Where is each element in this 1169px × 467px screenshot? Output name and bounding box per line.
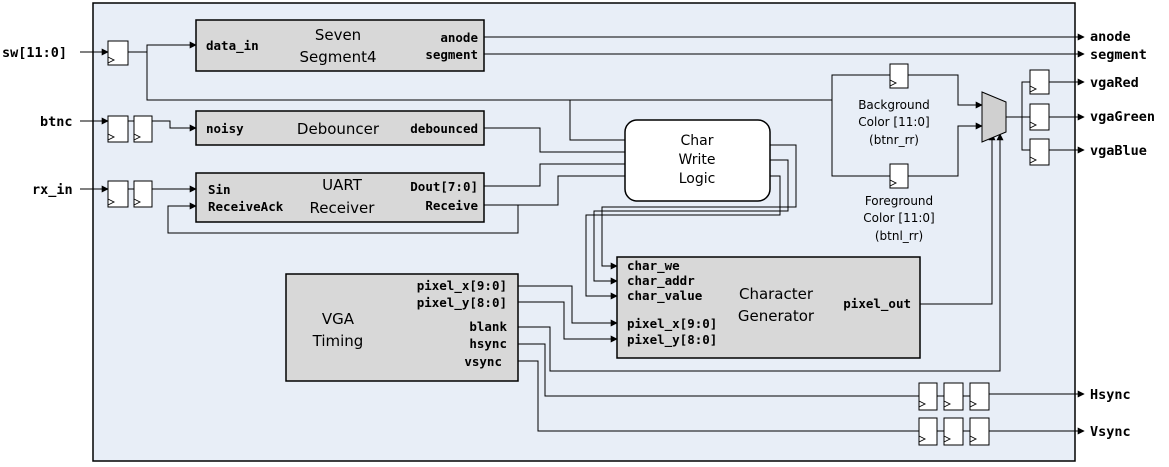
ff-vsync-3: [969, 417, 990, 446]
char-gen-title-1: Character: [739, 285, 814, 303]
port-char-addr: char_addr: [627, 273, 695, 289]
port-cg-pixel-y: pixel_y[8:0]: [627, 332, 717, 348]
color-mux: [981, 91, 1007, 143]
debouncer-block: Debouncer noisy debounced: [195, 110, 485, 146]
port-dout: Dout[7:0]: [410, 179, 478, 194]
input-btnc: btnc: [40, 114, 73, 130]
seven-segment-block: Seven Segment4 data_in anode segment: [195, 19, 485, 72]
svg-text:Foreground: Foreground: [865, 194, 933, 208]
port-noisy: noisy: [206, 121, 244, 136]
uart-receiver-block: UART Receiver Sin ReceiveAck Dout[7:0] R…: [195, 172, 485, 223]
uart-title-2: Receiver: [310, 199, 376, 217]
ff-btnc-2: [133, 115, 153, 143]
vga-timing-block: VGA Timing pixel_x[9:0] pixel_y[8:0] bla…: [285, 273, 519, 382]
ff-sw: [107, 40, 129, 66]
port-sin: Sin: [208, 182, 231, 197]
port-char-value: char_value: [627, 288, 703, 304]
char-write-title-1: Char: [681, 133, 714, 149]
port-char-we: char_we: [627, 258, 680, 274]
port-cg-pixel-x: pixel_x[9:0]: [627, 316, 717, 332]
port-anode: anode: [440, 30, 478, 45]
ff-vsync-1: [918, 417, 938, 446]
ff-btnc-1: [107, 115, 129, 143]
svg-text:Background: Background: [858, 98, 930, 112]
char-write-title-2: Write: [679, 152, 716, 168]
port-vsync: vsync: [464, 354, 502, 369]
input-rx-in: rx_in: [32, 182, 73, 198]
ff-background-color: [889, 63, 909, 89]
vga-timing-title-2: Timing: [312, 332, 364, 350]
char-write-logic-block: Char Write Logic: [624, 119, 771, 202]
ff-vga-green: [1029, 103, 1050, 131]
ff-vga-red: [1029, 69, 1050, 95]
seven-segment-title-1: Seven: [315, 26, 361, 44]
port-hsync: hsync: [469, 336, 507, 351]
foreground-color-label: Foreground Color [11:0] (btnl_rr): [863, 194, 934, 243]
port-debounced: debounced: [410, 121, 478, 136]
port-receive-ack: ReceiveAck: [208, 199, 284, 214]
ff-rx-1: [107, 180, 129, 208]
character-generator-block: Character Generator char_we char_addr ch…: [616, 256, 921, 359]
output-hsync: Hsync: [1090, 387, 1131, 403]
port-blank: blank: [469, 319, 507, 334]
port-segment: segment: [425, 47, 478, 62]
svg-text:(btnr_rr): (btnr_rr): [869, 133, 919, 147]
uart-title-1: UART: [322, 176, 363, 194]
port-pixel-out: pixel_out: [843, 296, 911, 312]
ff-vsync-2: [943, 417, 964, 446]
output-vga-blue: vgaBlue: [1090, 143, 1147, 159]
port-vga-pixel-y: pixel_y[8:0]: [417, 295, 507, 311]
output-anode: anode: [1090, 29, 1131, 45]
svg-text:Color [11:0]: Color [11:0]: [863, 211, 934, 225]
output-vga-red: vgaRed: [1090, 75, 1139, 91]
ff-foreground-color: [889, 163, 909, 189]
svg-text:Color [11:0]: Color [11:0]: [858, 115, 929, 129]
output-vga-green: vgaGreen: [1090, 109, 1155, 125]
background-color-label: Background Color [11:0] (btnr_rr): [858, 98, 930, 147]
vga-timing-title-1: VGA: [322, 310, 355, 328]
ff-hsync-3: [969, 382, 990, 411]
char-write-title-3: Logic: [679, 171, 716, 187]
ff-hsync-1: [918, 382, 938, 411]
output-vsync: Vsync: [1090, 424, 1131, 440]
svg-text:(btnl_rr): (btnl_rr): [875, 229, 923, 243]
wires: [80, 33, 1085, 435]
port-receive: Receive: [425, 198, 478, 213]
ff-vga-blue: [1029, 138, 1050, 166]
debouncer-title: Debouncer: [297, 120, 380, 138]
ff-hsync-2: [943, 382, 964, 411]
char-gen-title-2: Generator: [738, 307, 815, 325]
input-sw: sw[11:0]: [2, 45, 67, 61]
ff-rx-2: [133, 180, 153, 208]
top-module-boundary: [92, 2, 1076, 462]
seven-segment-title-2: Segment4: [299, 48, 376, 66]
port-vga-pixel-x: pixel_x[9:0]: [417, 278, 507, 294]
port-data-in: data_in: [206, 38, 259, 54]
output-segment: segment: [1090, 47, 1147, 63]
